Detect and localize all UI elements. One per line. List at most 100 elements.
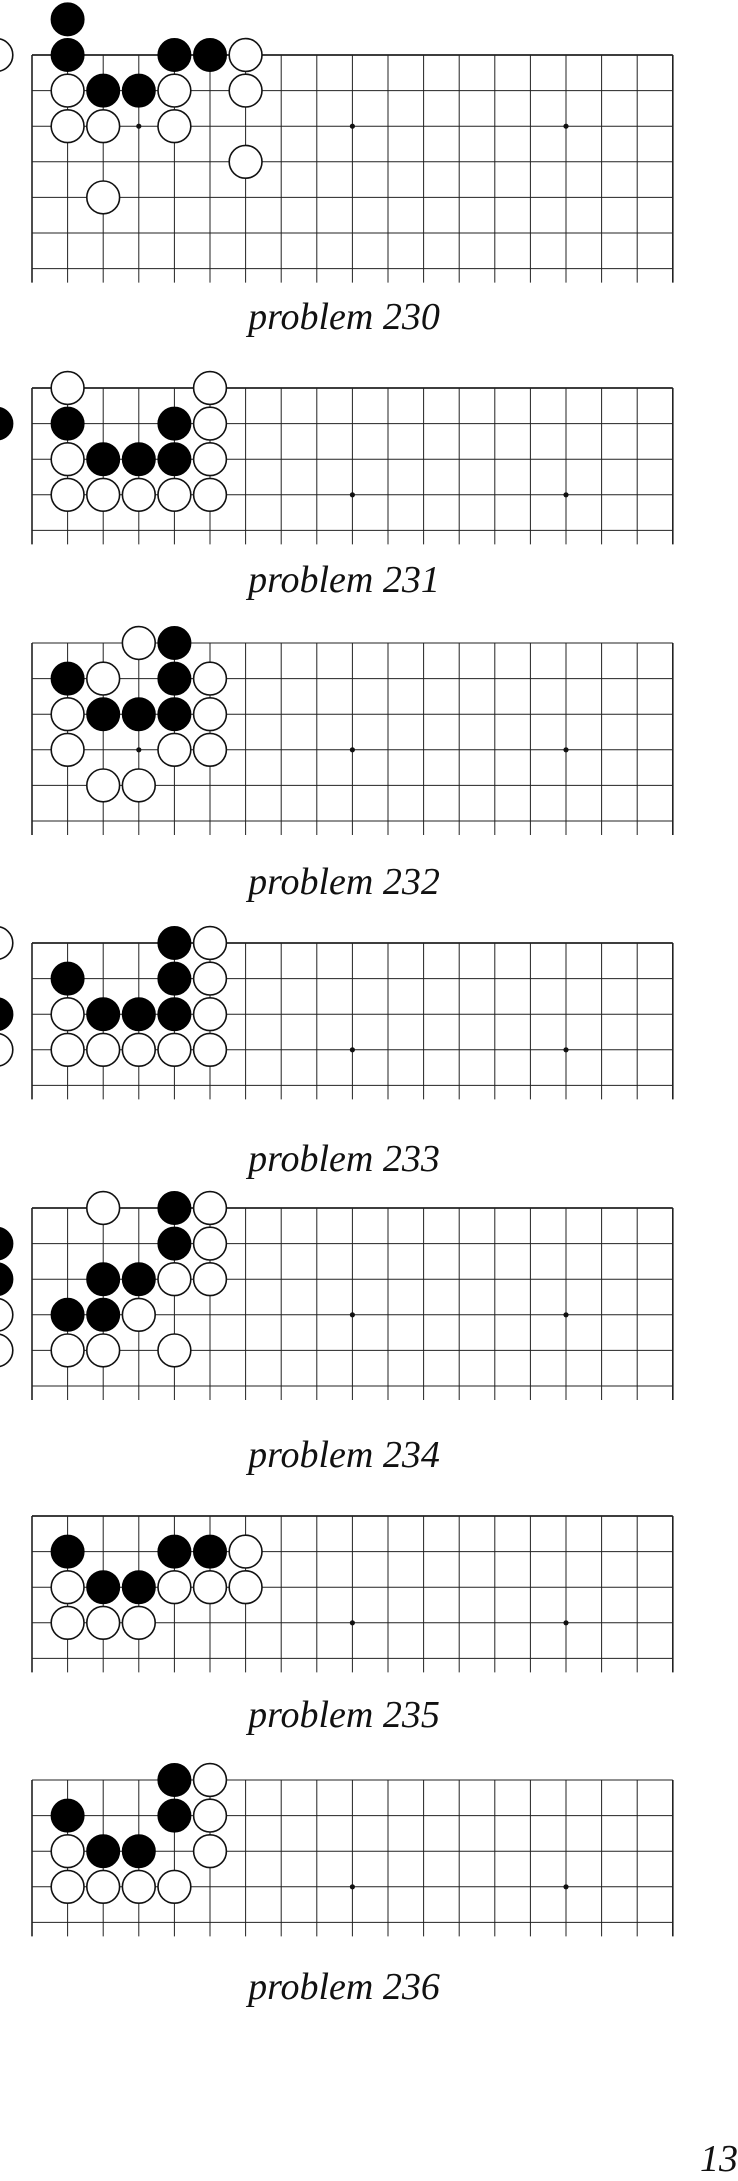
black-stone: [86, 1834, 121, 1869]
white-stone: [50, 732, 85, 768]
star-point: [349, 1047, 355, 1053]
star-point: [349, 492, 355, 498]
black-stone: [121, 1834, 156, 1869]
white-stone: [50, 477, 85, 513]
black-stone: [86, 1297, 121, 1332]
black-stone: [0, 1262, 14, 1296]
black-stone: [86, 442, 121, 477]
problem-235-caption: problem 235: [248, 1694, 440, 1736]
white-stone: [228, 37, 263, 73]
star-point: [563, 1047, 569, 1053]
star-point: [563, 123, 569, 129]
black-stone: [157, 1798, 192, 1833]
white-stone: [157, 1869, 192, 1905]
black-stone: [50, 2, 85, 37]
go-board-problem-236: [31, 1762, 674, 1937]
white-stone: [50, 441, 85, 477]
black-stone: [157, 626, 192, 660]
white-stone: [85, 1032, 121, 1068]
black-stone: [157, 1226, 192, 1261]
white-stone: [0, 926, 14, 960]
black-stone: [50, 406, 85, 441]
white-stone: [192, 732, 228, 768]
go-board-problem-230: [0, 2, 674, 283]
white-stone: [192, 1762, 228, 1798]
white-stone: [192, 1032, 228, 1068]
white-stone: [157, 1569, 192, 1605]
black-stone: [0, 406, 14, 441]
white-stone: [85, 477, 121, 513]
white-stone: [192, 996, 228, 1032]
white-stone: [192, 661, 228, 696]
black-stone: [157, 38, 192, 72]
black-stone: [157, 442, 192, 477]
white-stone: [50, 696, 85, 732]
problem-234-caption: problem 234: [248, 1434, 440, 1476]
white-stone: [85, 661, 121, 696]
white-stone: [50, 1333, 85, 1368]
white-stone: [50, 1569, 85, 1605]
problem-231-caption: problem 231: [248, 559, 440, 601]
black-stone: [121, 697, 156, 732]
black-stone: [0, 1226, 14, 1261]
problem-236-caption: problem 236: [248, 1966, 440, 2008]
white-stone: [192, 1190, 228, 1226]
go-board-problem-233: [0, 925, 674, 1100]
white-stone: [50, 73, 85, 108]
white-stone: [192, 696, 228, 732]
white-stone: [85, 180, 121, 215]
white-stone: [192, 925, 228, 961]
black-stone: [121, 73, 156, 108]
problem-230-caption: problem 230: [248, 296, 440, 338]
black-stone: [157, 926, 192, 960]
star-point: [563, 1884, 569, 1890]
black-stone: [121, 1262, 156, 1297]
white-stone: [121, 1605, 157, 1641]
white-stone: [192, 1798, 228, 1833]
white-stone: [85, 1605, 121, 1641]
white-stone: [157, 477, 192, 513]
problem-232-caption: problem 232: [248, 861, 440, 903]
white-stone: [50, 1833, 85, 1869]
black-stone: [157, 661, 192, 696]
go-board-problem-231: [0, 370, 674, 545]
black-stone: [157, 1534, 192, 1569]
star-point: [563, 747, 569, 753]
black-stone: [86, 1570, 121, 1605]
white-stone: [121, 477, 157, 513]
black-stone: [193, 38, 228, 72]
white-stone: [85, 1190, 121, 1226]
white-stone: [121, 1297, 157, 1333]
white-stone: [121, 1032, 157, 1068]
white-stone: [192, 1569, 228, 1605]
white-stone: [50, 1605, 85, 1641]
white-stone: [192, 1261, 228, 1297]
black-stone: [121, 1570, 156, 1605]
black-stone: [121, 442, 156, 477]
black-stone: [157, 697, 192, 732]
star-point: [349, 1312, 355, 1318]
white-stone: [50, 1032, 85, 1068]
black-stone: [121, 997, 156, 1032]
white-stone: [192, 370, 228, 406]
white-stone: [192, 477, 228, 513]
star-point: [563, 1312, 569, 1318]
white-stone: [228, 144, 263, 180]
white-stone: [0, 1297, 14, 1332]
black-stone: [157, 997, 192, 1032]
black-stone: [157, 961, 192, 996]
black-stone: [50, 961, 85, 996]
star-point: [563, 492, 569, 498]
white-stone: [157, 732, 192, 768]
star-point: [136, 747, 142, 753]
white-stone: [85, 1333, 121, 1368]
white-stone: [50, 1869, 85, 1905]
white-stone: [228, 73, 263, 108]
white-stone: [85, 1869, 121, 1905]
white-stone: [50, 108, 85, 144]
star-point: [563, 1620, 569, 1626]
star-point: [349, 123, 355, 129]
white-stone: [157, 108, 192, 144]
white-stone: [85, 768, 121, 803]
